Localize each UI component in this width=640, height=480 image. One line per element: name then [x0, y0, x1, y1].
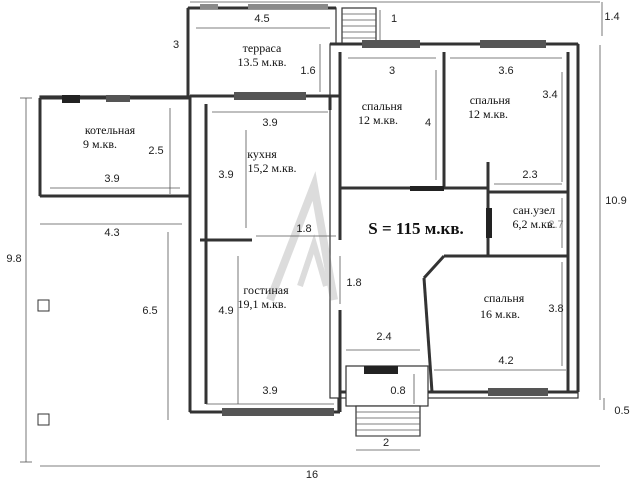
- bedroom2-area: 12 м.кв.: [468, 107, 508, 121]
- porch-steps-top: [341, 7, 381, 45]
- dim-bath-depth: 2.7: [548, 219, 563, 231]
- dim-terrace-depth: 3: [173, 39, 179, 51]
- boiler-room: [38, 95, 191, 198]
- bedroom3-name: спальня: [484, 291, 525, 305]
- bedroom2-name: спальня: [470, 93, 511, 107]
- dim-kitchen-width: 3.9: [262, 117, 277, 129]
- dim-kitchen-depth: 3.9: [218, 169, 233, 181]
- dim-hall-width: 2.4: [376, 331, 391, 343]
- dim-bed2-width: 3.6: [498, 65, 513, 77]
- dim-right-side: 10.9: [605, 195, 626, 207]
- dim-porch-depth: 0.8: [390, 385, 405, 397]
- bedroom1-area: 12 м.кв.: [358, 113, 398, 127]
- dim-hall-height: 1.8: [346, 277, 361, 289]
- dim-porch-width: 2: [383, 437, 389, 449]
- boiler-name: котельная: [85, 123, 136, 137]
- boiler-area: 9 м.кв.: [83, 137, 117, 151]
- dim-terrace-side: 1.6: [300, 65, 315, 77]
- dim-bed1-depth: 4: [425, 117, 431, 129]
- total-area: S = 115 м.кв.: [368, 219, 464, 238]
- dim-living-depth: 4.9: [218, 305, 233, 317]
- dim-boiler-outer: 4.3: [104, 227, 119, 239]
- dim-bed3-depth: 3.8: [548, 303, 563, 315]
- bedroom3-area: 16 м.кв.: [480, 307, 520, 321]
- dim-living-width: 3.9: [262, 385, 277, 397]
- dim-bed2-depth: 3.4: [542, 89, 557, 101]
- dim-total-width: 16: [306, 469, 318, 480]
- bathroom-name: сан.узел: [513, 203, 555, 217]
- dim-kitchen-hall: 1.8: [296, 223, 311, 235]
- interior-dimensions: [206, 57, 566, 405]
- dim-bath-width: 2.3: [522, 169, 537, 181]
- dim-boiler-width: 3.9: [104, 173, 119, 185]
- marker-square: [37, 413, 50, 426]
- main-walls: [188, 40, 580, 416]
- marker-square: [37, 299, 50, 312]
- kitchen-area: 15,2 м.кв.: [247, 161, 296, 175]
- bedroom1-name: спальня: [362, 99, 403, 113]
- bathroom-area: 6,2 м.кв.: [512, 217, 555, 231]
- dim-top-right: 1.4: [604, 11, 619, 23]
- dim-boiler-depth: 2.5: [148, 145, 163, 157]
- dim-terrace-width: 4.5: [254, 13, 269, 25]
- living-area: 19,1 м.кв.: [237, 297, 286, 311]
- dim-bed1-width: 3: [389, 65, 395, 77]
- terrace-area: 13.5 м.кв.: [237, 55, 286, 69]
- terrace-name: терраса: [243, 41, 282, 55]
- watermark: [266, 171, 338, 302]
- porch-bottom: [345, 365, 429, 451]
- kitchen-name: кухня: [247, 147, 277, 161]
- dim-bottom-right: 0.5: [614, 405, 629, 417]
- dimension-lines: [20, 1, 605, 467]
- living-name: гостиная: [243, 283, 289, 297]
- dim-left-side: 6.5: [142, 305, 157, 317]
- dim-total-height: 9.8: [6, 253, 21, 265]
- dim-porch-top: 1: [391, 13, 397, 25]
- dim-bed3-width: 4.2: [498, 355, 513, 367]
